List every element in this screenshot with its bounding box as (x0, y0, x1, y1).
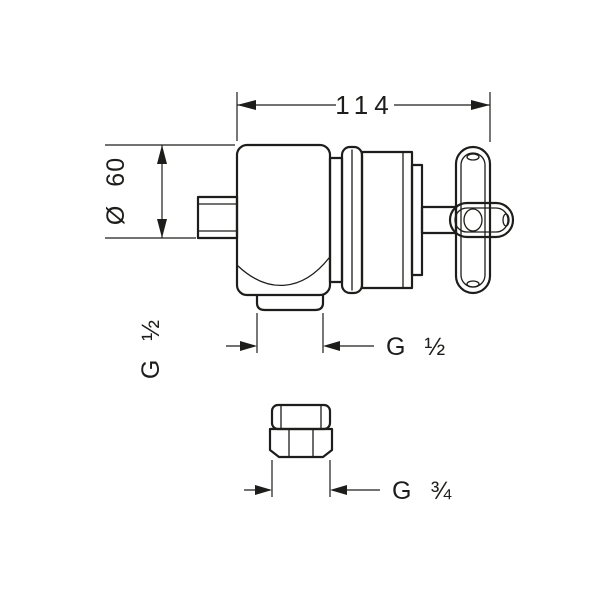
handle-top-end-detail (466, 153, 480, 161)
union-nut-bottom-view (268, 403, 334, 459)
arrowhead-down (157, 219, 167, 238)
valve-side-view (196, 143, 458, 312)
overall-width-label: 114 (335, 90, 394, 120)
arrowhead-left (240, 341, 257, 351)
nut-body-outline (268, 427, 334, 459)
dimension-outlet-thread: G ½ (226, 313, 446, 361)
dimension-bottom-thread: G ¾ (244, 460, 452, 505)
bottom-thread-label: G ¾ (392, 477, 452, 505)
arrowhead-left (255, 485, 272, 495)
nut-facet-lines (288, 428, 314, 458)
handle-horizontal-arm-inner (454, 207, 509, 233)
hub-plate-outline (410, 163, 424, 277)
body-outline (235, 143, 332, 297)
outlet-thread-label: G ½ (386, 333, 446, 361)
arrowhead-left (237, 100, 256, 110)
handle-vertical-arm-outline (454, 145, 492, 295)
inlet-thread-label: G ½ (137, 319, 165, 379)
handle-horizontal-arm-outline (448, 201, 515, 239)
escutcheon-diameter-label: Ø 60 (102, 157, 130, 225)
wall-stub-thread-lines (197, 203, 238, 232)
handle-hub-detail (463, 208, 483, 232)
handle-right-end-detail (502, 213, 510, 227)
body-outlet-curve (237, 257, 330, 287)
sleeve-drum-outline (360, 150, 414, 290)
arrowhead-right (323, 341, 340, 351)
handle-bottom-end-detail (466, 280, 480, 288)
arrowhead-up (157, 145, 167, 164)
cross-handle (448, 145, 515, 295)
wall-stub-outline (196, 195, 239, 240)
arrowhead-right (471, 100, 490, 110)
outlet-nipple-outline (255, 293, 325, 312)
sleeve-step-outline (328, 156, 344, 284)
dimension-escutcheon-diameter: Ø 60 (102, 144, 235, 239)
nut-collar-inner-lines (280, 404, 322, 430)
dimension-overall-width: 114 (236, 90, 491, 142)
inlet-thread-callout: G ½ (137, 319, 165, 379)
arrowhead-right (330, 485, 347, 495)
